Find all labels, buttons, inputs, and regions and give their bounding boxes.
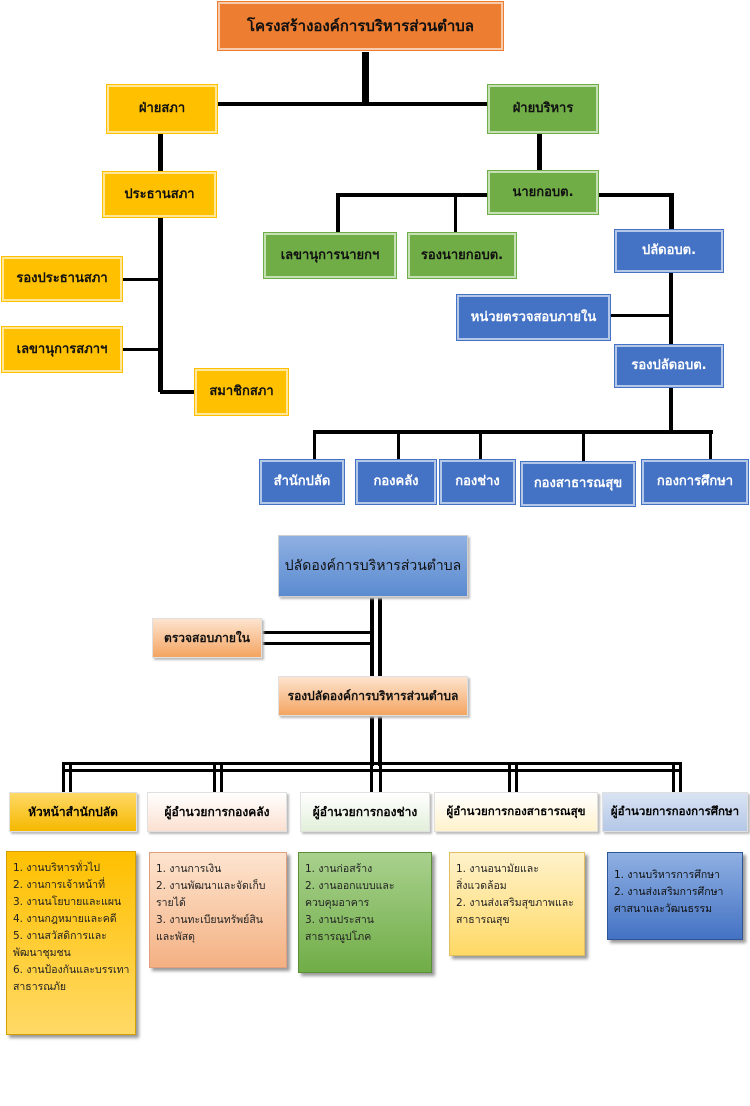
task-list-public-health: 1. งานอนามัยและ สิ่งแวดล้อม 2. งานส่งเสร…: [449, 852, 585, 956]
audit-box: ตรวจสอบภายใน: [152, 618, 262, 658]
list-item: 2. งานส่งเสริมสุขภาพและ: [456, 897, 574, 909]
list-item: 6. งานป้องกันและบรรเทา: [13, 964, 130, 976]
list-item: 3. งานทะเบียนทรัพย์สิน: [156, 914, 263, 926]
council-chairman-box: ประธานสภา: [103, 172, 216, 217]
list-item: 2. งานพัฒนาและจัดเก็บ: [156, 880, 266, 892]
unit-head-finance: ผู้อำนวยการกองคลัง: [147, 792, 287, 832]
division-box-education: กองการศึกษา: [642, 460, 748, 504]
list-item: พัฒนาชุมชน: [13, 947, 71, 959]
list-item: สาธารณูปโภค: [305, 931, 372, 943]
list-item: 3. งานนโยบายและแผน: [13, 896, 122, 908]
vice-chairman-box: รองประธานสภา: [2, 257, 122, 301]
list-item: สิ่งแวดล้อม: [456, 880, 507, 892]
unit-head-public-health: ผู้อำนวยการกองสาธารณสุข: [434, 792, 598, 832]
division-box-palad-office: สำนักปลัด: [260, 460, 344, 504]
deputy-mayor-box: รองนายกอบต.: [408, 233, 516, 278]
task-list-palad-office: 1. งานบริหารทั่วไป 2. งานการเจ้าหน้าที่ …: [6, 851, 136, 1035]
task-list-finance: 1. งานการเงิน 2. งานพัฒนาและจัดเก็บ รายไ…: [149, 852, 287, 968]
org-chart-title: โครงสร้างองค์การบริหารส่วนตำบล: [218, 2, 503, 50]
list-item: 1. งานบริหารการศึกษา: [614, 869, 721, 881]
list-item: 1. งานอนามัยและ: [456, 863, 539, 875]
list-item: 5. งานสวัสดิการและ: [13, 930, 107, 942]
division-box-engineering: กองช่าง: [440, 460, 515, 504]
internal-audit-box: หน่วยตรวจสอบภายใน: [457, 295, 610, 340]
unit-head-education: ผู้อำนวยการกองการศึกษา: [602, 792, 748, 832]
list-item: 1. งานการเงิน: [156, 863, 222, 875]
list-item: 2. งานส่งเสริมการศึกษา: [614, 886, 724, 898]
list-item: 2. งานออกแบบและ: [305, 880, 395, 892]
council-box: ฝ่ายสภา: [107, 85, 217, 133]
list-item: 3. งานประสาน: [305, 914, 374, 926]
division-box-public-health: กองสาธารณสุข: [521, 462, 635, 506]
unit-head-palad-office: หัวหน้าสำนักปลัด: [9, 792, 137, 832]
division-box-finance: กองคลัง: [356, 460, 436, 504]
deputy-palad-box: รองปลัดอบต.: [615, 345, 723, 387]
list-item: สาธารณสุข: [456, 914, 510, 926]
palad-box: ปลัดอบต.: [615, 230, 723, 272]
council-member-box: สมาชิกสภา: [195, 369, 288, 415]
list-item: และพัสดุ: [156, 931, 195, 943]
palad-head-box: ปลัดองค์การบริหารส่วนตำบล: [278, 535, 468, 597]
list-item: ศาสนาและวัฒนธรรม: [614, 903, 713, 915]
mayor-box: นายกอบต.: [488, 171, 598, 214]
list-item: 4. งานกฎหมายและคดี: [13, 913, 117, 925]
list-item: 1. งานก่อสร้าง: [305, 863, 373, 875]
deputy-palad-head-box: รองปลัดองค์การบริหารส่วนตำบล: [278, 676, 468, 716]
list-item: 1. งานบริหารทั่วไป: [13, 862, 101, 874]
council-secretary-box: เลขานุการสภาฯ: [2, 327, 122, 372]
task-list-education: 1. งานบริหารการศึกษา 2. งานส่งเสริมการศึ…: [607, 852, 743, 940]
list-item: 2. งานการเจ้าหน้าที่: [13, 879, 106, 891]
list-item: สาธารณภัย: [13, 981, 67, 993]
task-list-engineering: 1. งานก่อสร้าง 2. งานออกแบบและ ควบคุมอาค…: [298, 852, 432, 973]
list-item: รายได้: [156, 897, 186, 909]
unit-head-engineering: ผู้อำนวยการกองช่าง: [300, 792, 430, 832]
executive-box: ฝ่ายบริหาร: [488, 85, 598, 133]
mayor-secretary-box: เลขานุการนายกฯ: [264, 233, 396, 278]
list-item: ควบคุมอาคาร: [305, 897, 370, 909]
